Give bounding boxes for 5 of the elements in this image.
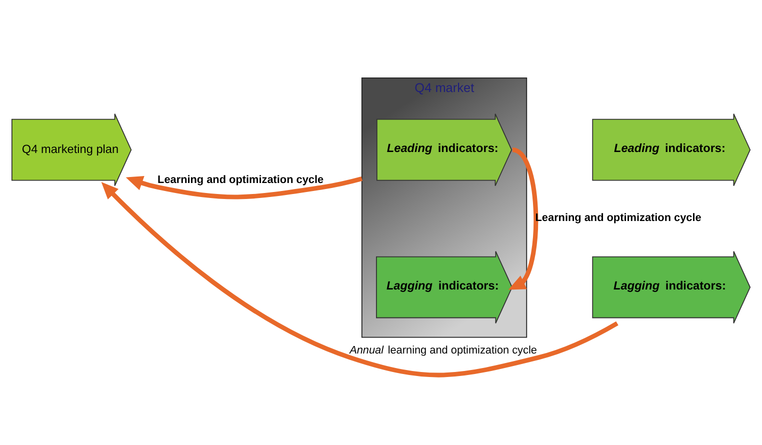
arrow xyxy=(101,181,618,377)
edge-label: Learning and optimization cycle xyxy=(158,174,324,186)
arrow xyxy=(126,176,362,199)
edge-label: Annual learning and optimization cycle xyxy=(350,344,537,356)
arrow xyxy=(508,147,538,290)
